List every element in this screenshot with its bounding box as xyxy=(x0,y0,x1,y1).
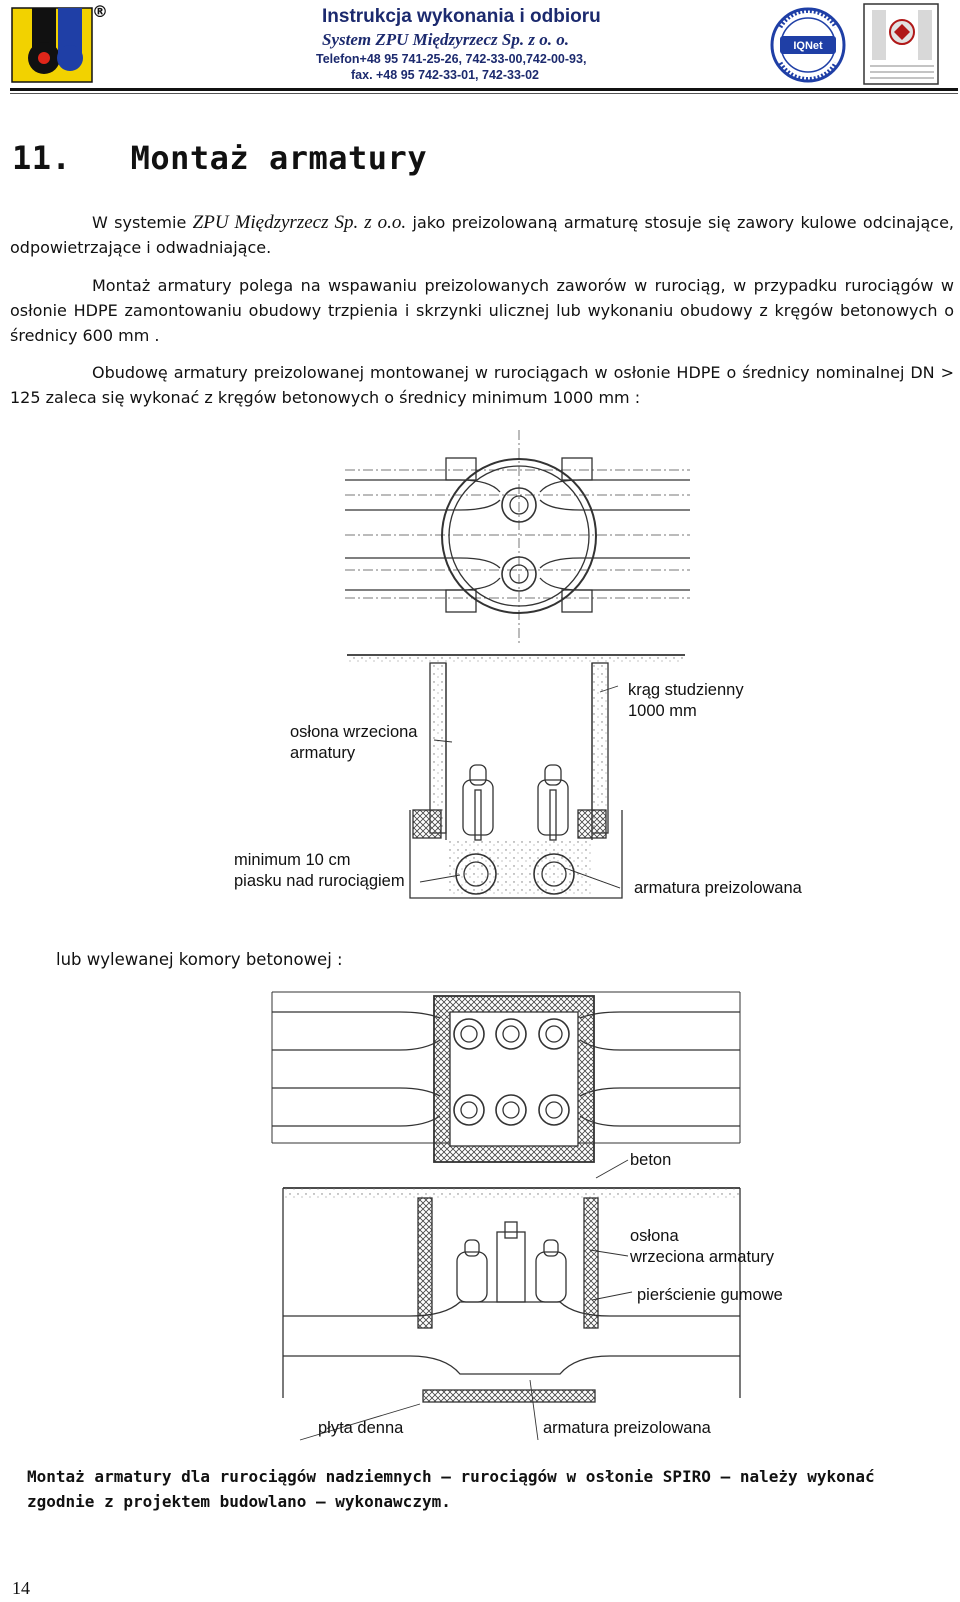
or-text: lub wylewanej komory betonowej : xyxy=(56,950,343,969)
paragraph-3-text: Obudowę armatury preizolowanej montowane… xyxy=(10,363,954,407)
paragraph-1-pre: W systemie xyxy=(92,213,193,232)
label-sleeve-2: osłona wrzeciona armatury xyxy=(630,1226,774,1268)
header-company: System ZPU Międzyrzecz Sp. z o. o. xyxy=(322,30,569,49)
paragraph-2: Montaż armatury polega na wspawaniu prei… xyxy=(10,273,954,348)
label-valve-2: armatura preizolowana xyxy=(543,1419,711,1437)
certificate-document-icon xyxy=(863,3,939,85)
paragraph-1-post: jako preizolowaną armaturę stosuje się z… xyxy=(10,213,955,257)
final-note: Montaż armatury dla rurociągów nadziemny… xyxy=(27,1467,875,1511)
label-concrete: beton xyxy=(630,1151,672,1169)
label-sleeve-2-line1: osłona xyxy=(630,1227,679,1245)
paragraph-3: Obudowę armatury preizolowanej montowane… xyxy=(10,360,954,410)
header-rule xyxy=(10,88,958,91)
label-sleeve-1-line2: armatury xyxy=(290,744,356,762)
label-ring-line1: krąg studzienny xyxy=(628,681,744,699)
cert-badge-brand: IQNet xyxy=(793,40,823,52)
label-ring-line2: 1000 mm xyxy=(628,702,697,720)
header-title: Instrukcja wykonania i odbioru xyxy=(322,6,601,27)
label-sleeve-1-line1: osłona wrzeciona xyxy=(290,723,418,741)
paragraph-1-company: ZPU Międzyrzecz Sp. z o.o. xyxy=(192,212,407,233)
label-ring: krąg studzienny 1000 mm xyxy=(628,680,744,722)
paragraph-2-text: Montaż armatury polega na wspawaniu prei… xyxy=(10,276,954,345)
company-logo xyxy=(11,7,93,83)
label-sand: minimum 10 cm piasku nad rurociągiem xyxy=(234,850,405,892)
certification-badge-icon: IQNet xyxy=(770,7,846,83)
section-heading: 11. Montaż armatury xyxy=(12,139,428,177)
label-rings: pierścienie gumowe xyxy=(637,1286,783,1304)
label-plate: płyta denna xyxy=(318,1419,404,1437)
registered-mark: ® xyxy=(92,2,108,21)
label-sleeve-2-line2: wrzeciona armatury xyxy=(630,1248,774,1266)
label-sand-line1: minimum 10 cm xyxy=(234,851,351,869)
label-sleeve-1: osłona wrzeciona armatury xyxy=(290,722,418,764)
header-rule-thin xyxy=(10,93,958,94)
header-phone: Telefon+48 95 741-25-26, 742-33-00,742-0… xyxy=(316,52,587,66)
header-fax: fax. +48 95 742-33-01, 742-33-02 xyxy=(351,68,539,82)
label-sand-line2: piasku nad rurociągiem xyxy=(234,872,405,890)
paragraph-1: W systemie ZPU Międzyrzecz Sp. z o.o. ja… xyxy=(10,210,954,260)
label-valve-1: armatura preizolowana xyxy=(634,879,802,897)
page-number: 14 xyxy=(12,1578,30,1598)
